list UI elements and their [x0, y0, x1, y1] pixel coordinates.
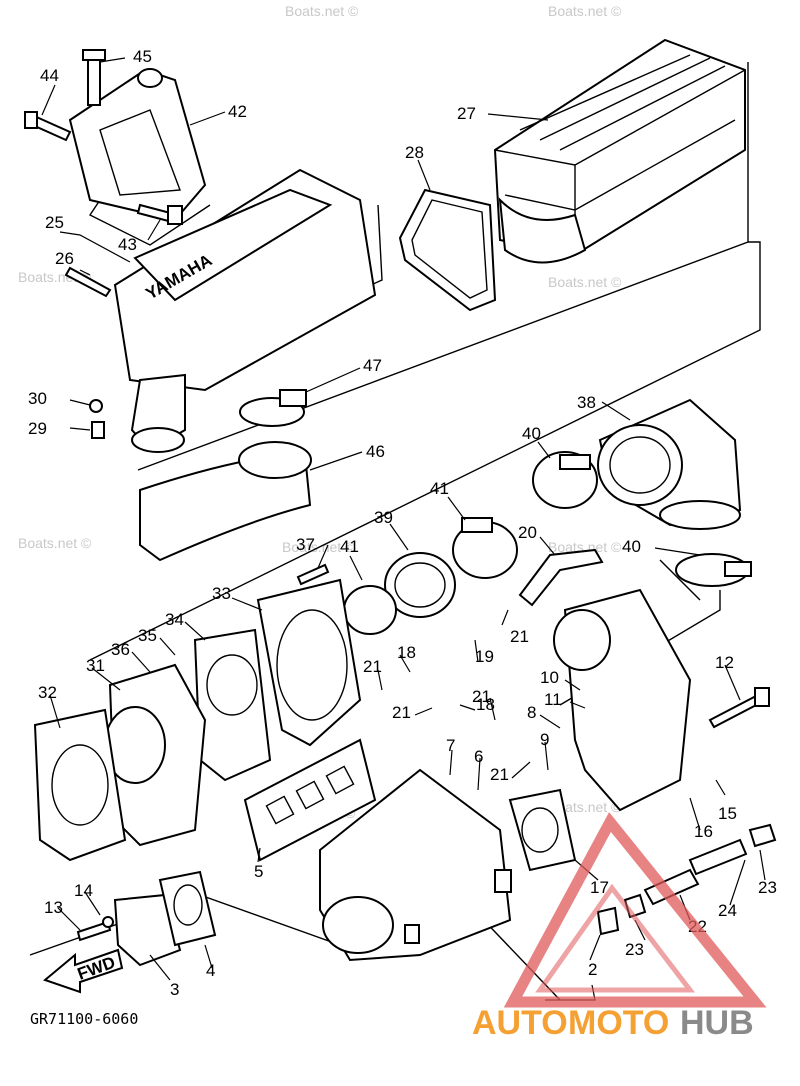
callout-5: 5 — [254, 862, 263, 881]
callout-26: 26 — [55, 249, 74, 268]
gasket-5 — [243, 738, 377, 862]
water-jacket-elbow — [553, 588, 770, 812]
muffler-top-25: YAMAHA — [113, 168, 377, 453]
callout-37: 37 — [296, 535, 315, 554]
logo-triangle-inner — [535, 883, 696, 993]
logo-text-moto: MOTO — [568, 1004, 669, 1042]
callout-18: 18 — [397, 643, 416, 662]
logo-text-auto: AUTO — [472, 1004, 568, 1042]
watermark: Boats.net © — [548, 539, 622, 555]
callout-13: 13 — [44, 898, 63, 917]
gasket-32 — [33, 708, 127, 862]
callout-40: 40 — [522, 424, 541, 443]
callout-2: 2 — [588, 960, 597, 979]
watermark: Boats.net © — [18, 535, 92, 551]
elbow-38 — [597, 398, 742, 530]
callout-41: 41 — [430, 479, 449, 498]
callout-15: 15 — [718, 804, 737, 823]
callout-44: 44 — [40, 66, 59, 85]
gasket-28 — [398, 188, 497, 312]
callout-38: 38 — [577, 393, 596, 412]
callout-40: 40 — [622, 537, 641, 556]
callout-34: 34 — [165, 610, 184, 629]
watermark: Boats.net © — [548, 799, 622, 815]
callout-30: 30 — [28, 389, 47, 408]
callout-33: 33 — [212, 584, 231, 603]
callout-8: 8 — [527, 703, 536, 722]
callout-28: 28 — [405, 143, 424, 162]
exhaust-manifold-main — [319, 768, 512, 962]
silencer-box — [493, 38, 746, 264]
callout-27: 27 — [457, 104, 476, 123]
watermark: Boats.net © — [548, 3, 622, 19]
callout-4: 4 — [206, 961, 215, 980]
fwd-label: FWD — [75, 953, 118, 984]
callout-42: 42 — [228, 102, 247, 121]
cover-3-gasket-4 — [76, 870, 217, 967]
callout-21: 21 — [490, 765, 509, 784]
callout-11: 11 — [544, 690, 562, 709]
diagram-code: GR71100-6060 — [30, 1010, 138, 1028]
callout-29: 29 — [28, 419, 47, 438]
callout-24: 24 — [718, 901, 737, 920]
exhaust-chamber-31 — [104, 663, 207, 847]
callout-20: 20 — [518, 523, 537, 542]
gasket-34 — [193, 628, 272, 782]
callout-45: 45 — [133, 47, 152, 66]
callout-21: 21 — [392, 703, 411, 722]
hose-22-24 — [596, 823, 777, 936]
callout-19: 19 — [475, 647, 494, 666]
watermark: Boats.net © — [285, 3, 359, 19]
callout-17: 17 — [590, 878, 609, 897]
callout-35: 35 — [138, 626, 157, 645]
callout-16: 16 — [694, 822, 713, 841]
callout-12: 12 — [715, 653, 734, 672]
callout-25: 25 — [45, 213, 64, 232]
leader-lines — [41, 57, 766, 1001]
fwd-arrow: FWD — [42, 948, 124, 994]
watermark: Boats.net © — [548, 274, 622, 290]
callout-31: 31 — [86, 656, 105, 675]
bolts-upper — [24, 49, 183, 439]
bracket-42 — [68, 68, 207, 222]
exhaust-manifold-33 — [256, 578, 362, 747]
callout-39: 39 — [374, 508, 393, 527]
callout-21: 21 — [363, 657, 382, 676]
part-callouts: 45 44 42 27 28 25 43 26 47 30 29 46 38 4… — [28, 47, 777, 999]
callout-36: 36 — [111, 640, 130, 659]
callout-46: 46 — [366, 442, 385, 461]
callout-3: 3 — [170, 980, 179, 999]
callout-18: 18 — [476, 695, 495, 714]
logo-triangle — [503, 812, 767, 1008]
callout-32: 32 — [38, 683, 57, 702]
callout-14: 14 — [74, 881, 93, 900]
callout-41: 41 — [340, 537, 359, 556]
logo-text-hub: HUB — [680, 1004, 754, 1042]
callout-43: 43 — [118, 235, 137, 254]
callout-47: 47 — [363, 356, 382, 375]
callout-21: 21 — [510, 627, 529, 646]
callout-9: 9 — [540, 730, 549, 749]
hose-46-clamp-47 — [139, 389, 312, 562]
callout-10: 10 — [540, 668, 559, 687]
coupler-39 — [343, 517, 518, 635]
automotohub-logo: AUTO MOTO HUB — [472, 812, 767, 1042]
callout-23: 23 — [758, 878, 777, 897]
callout-7: 7 — [446, 736, 455, 755]
clamps-40 — [532, 451, 752, 587]
callout-21: 21 — [472, 687, 491, 706]
callout-6: 6 — [474, 747, 483, 766]
bolt-37-hose-20 — [296, 548, 604, 607]
callout-23: 23 — [625, 940, 644, 959]
